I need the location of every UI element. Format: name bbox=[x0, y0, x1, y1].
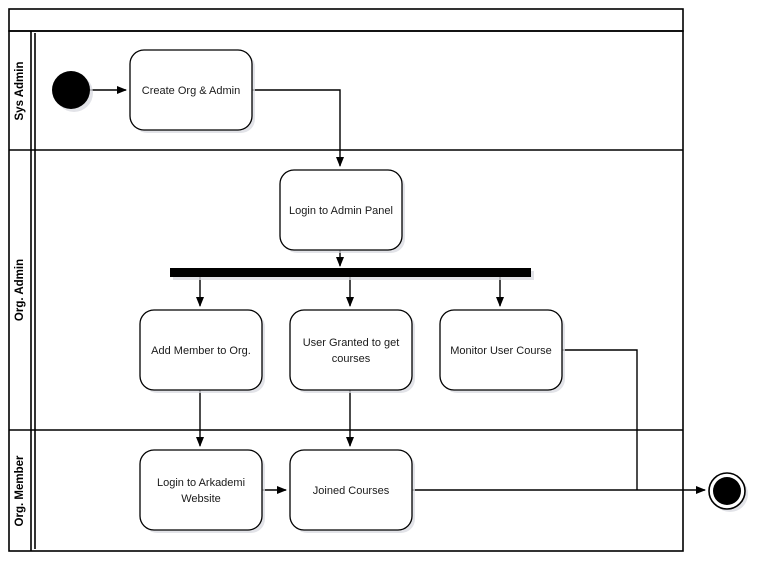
login-admin-panel-box bbox=[279, 169, 403, 251]
monitor-user-course-label: Monitor User Course bbox=[450, 345, 551, 357]
node-create-org-admin[interactable]: Create Org & Admin bbox=[129, 49, 255, 133]
swimlane-label-sys-admin: Sys Admin bbox=[14, 61, 26, 120]
user-granted-label-line1: User Granted to get bbox=[303, 337, 400, 349]
add-member-label: Add Member to Org. bbox=[151, 345, 251, 357]
user-granted-label-line2: courses bbox=[332, 353, 371, 365]
login-arkademi-box bbox=[139, 449, 263, 531]
user-granted-box bbox=[289, 309, 413, 391]
node-login-admin-panel[interactable]: Login to Admin Panel bbox=[279, 169, 405, 253]
node-final-node[interactable] bbox=[708, 472, 748, 512]
node-initial-node[interactable] bbox=[52, 71, 93, 112]
create-org-admin-box bbox=[129, 49, 253, 131]
joined-courses-box bbox=[289, 449, 413, 531]
initial-node-circle bbox=[52, 71, 90, 109]
flow-edges bbox=[90, 86, 706, 494]
edge-monitor-user-course-to-end bbox=[562, 349, 638, 490]
edge-create-org-to-login-admin-panel bbox=[252, 89, 344, 167]
joined-courses-label: Joined Courses bbox=[313, 485, 390, 497]
login-arkademi-label-line2: Website bbox=[181, 493, 221, 505]
node-monitor-user-course[interactable]: Monitor User Course bbox=[439, 309, 565, 393]
node-login-arkademi[interactable]: Login to Arkademi Website bbox=[139, 449, 265, 533]
swimlane-label-org-member: Org. Member bbox=[14, 455, 26, 526]
node-add-member[interactable]: Add Member to Org. bbox=[139, 309, 265, 393]
swimlane-frame bbox=[8, 30, 684, 552]
swimlane-label-org-admin: Org. Admin bbox=[14, 259, 26, 321]
monitor-user-course-box bbox=[439, 309, 563, 391]
final-node-inner-circle bbox=[713, 477, 741, 505]
header-bar bbox=[8, 8, 684, 32]
diagram-frame bbox=[8, 8, 684, 552]
create-org-admin-label: Create Org & Admin bbox=[142, 85, 240, 97]
login-admin-panel-label: Login to Admin Panel bbox=[289, 205, 393, 217]
node-user-granted[interactable]: User Granted to get courses bbox=[289, 309, 415, 393]
node-fork-bar[interactable] bbox=[170, 268, 534, 280]
login-arkademi-label-line1: Login to Arkademi bbox=[157, 477, 245, 489]
fork-bar-rect bbox=[170, 268, 531, 277]
swimlane-labels: Sys Admin Org. Admin Org. Member bbox=[14, 61, 26, 526]
node-joined-courses[interactable]: Joined Courses bbox=[289, 449, 415, 533]
add-member-box bbox=[139, 309, 263, 391]
